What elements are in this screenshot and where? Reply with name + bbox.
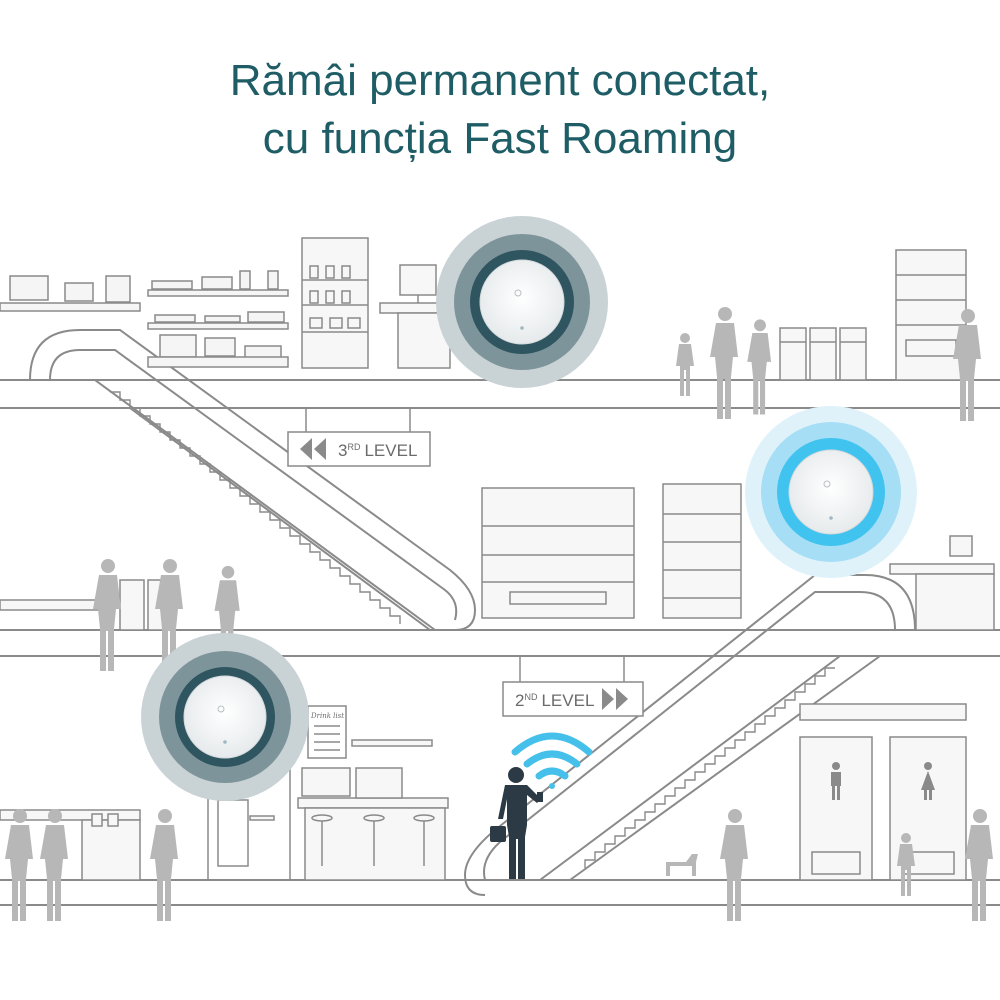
headline: Rămâi permanent conectat, cu funcția Fas…	[0, 52, 1000, 168]
level-2-sign: 2ND LEVEL	[502, 656, 644, 717]
electronics-shelves	[0, 270, 289, 368]
camera-cabinet	[301, 237, 369, 369]
cafe: Drink list	[207, 705, 449, 881]
reception-desk	[0, 809, 141, 881]
access-point-icon	[479, 259, 565, 345]
double-chevron-right-icon	[602, 688, 628, 710]
toilet-woman-icon	[921, 762, 935, 800]
people-level-1	[5, 809, 993, 921]
vending-machine	[895, 249, 967, 381]
access-point-icon	[788, 449, 874, 535]
double-chevron-left-icon	[300, 438, 326, 460]
level-3-ordinal: 3	[338, 441, 347, 460]
dog	[660, 854, 698, 876]
access-point-level-1	[141, 633, 309, 801]
escalator-upper	[29, 329, 477, 631]
headline-line-1: Rămâi permanent conectat,	[229, 56, 771, 105]
headline-line-2: cu funcția Fast Roaming	[262, 114, 738, 163]
level-3-word: LEVEL	[364, 441, 417, 460]
trash-bins	[779, 327, 867, 381]
food-display-case	[481, 487, 635, 619]
toilet-man-icon	[831, 762, 841, 800]
access-point-level-2-active	[745, 406, 917, 578]
wifi-icon	[511, 732, 593, 789]
drink-list-title: Drink list	[310, 712, 344, 720]
level-3-sign: 3RD LEVEL	[287, 408, 431, 467]
bench-and-bins-2	[0, 579, 173, 631]
level-3-suffix: RD	[347, 442, 360, 452]
level-2-suffix: ND	[524, 692, 537, 702]
restrooms	[799, 703, 967, 881]
access-point-level-3	[436, 216, 608, 388]
level-2-ordinal: 2	[515, 691, 524, 710]
escalator-lower	[463, 574, 916, 896]
drinks-fridge	[662, 483, 742, 619]
level-2-word: LEVEL	[541, 691, 594, 710]
checkout-counter-3	[379, 264, 451, 369]
checkout-counter-2	[889, 535, 995, 631]
access-point-icon	[183, 675, 267, 759]
active-user	[490, 767, 543, 879]
